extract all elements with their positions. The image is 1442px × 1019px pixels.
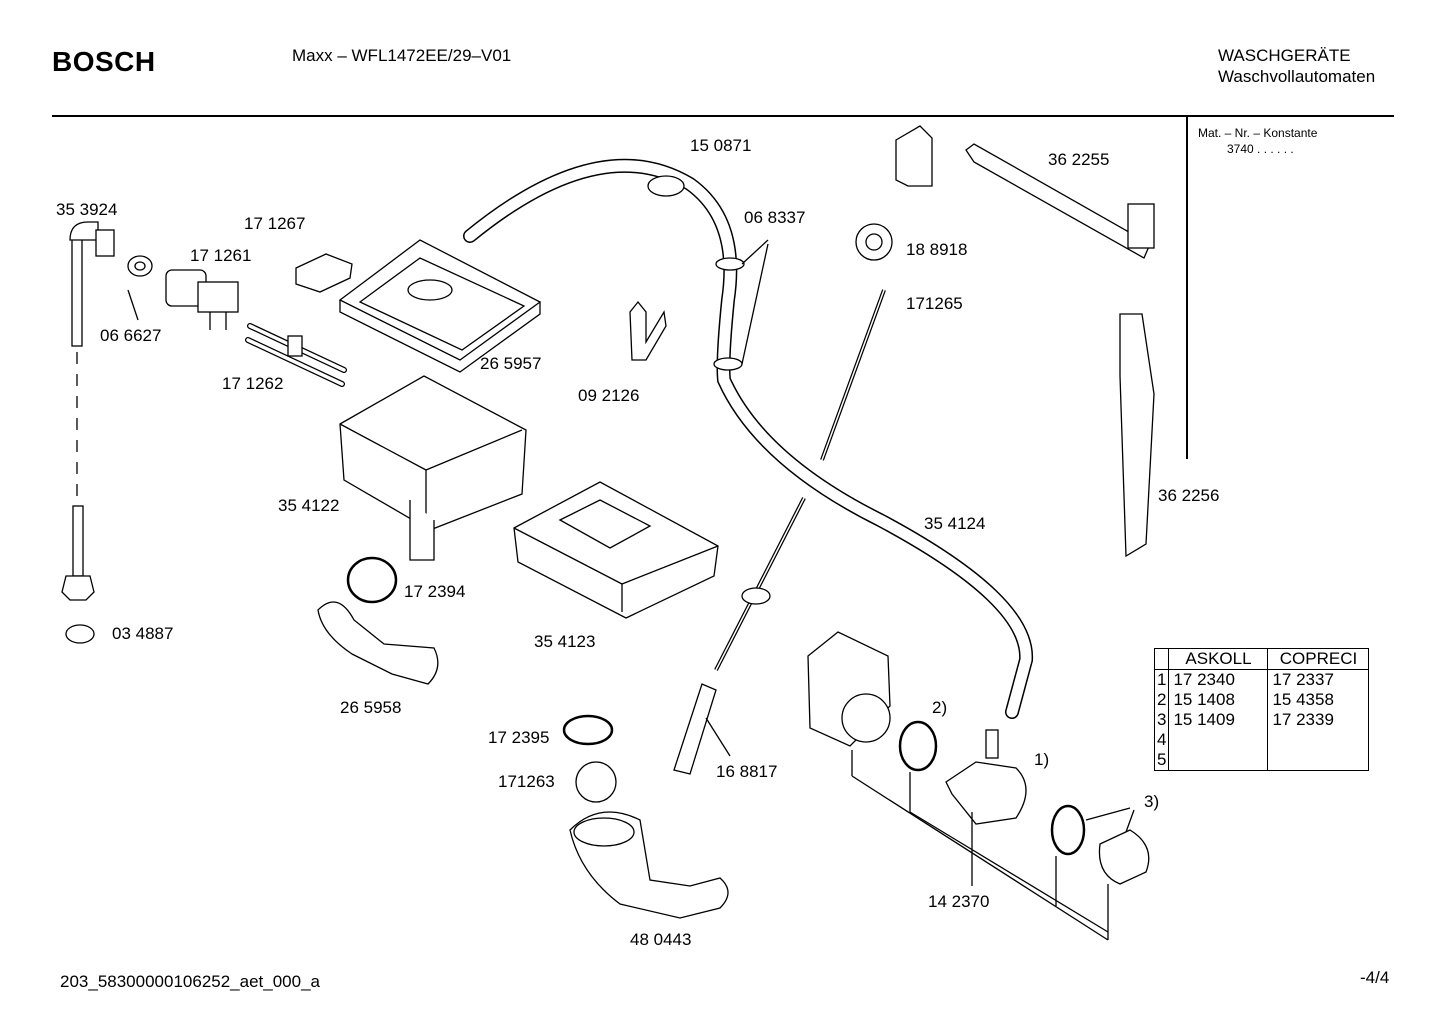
- label-15-0871: 15 0871: [690, 136, 752, 155]
- row-number: 5: [1154, 750, 1170, 771]
- label-note-1: 1): [1034, 750, 1050, 769]
- askoll-cell: [1168, 730, 1269, 750]
- askoll-cell: 17 2340: [1168, 669, 1269, 690]
- detergent-drawer-part: [513, 481, 719, 619]
- document-id: 203_58300000106252_aet_000_a: [60, 972, 320, 991]
- label-18-8918: 18 8918: [906, 240, 968, 259]
- table-row: 5: [1154, 750, 1369, 771]
- dispenser-frame-part: [338, 239, 542, 373]
- copreci-cell: 17 2339: [1272, 710, 1334, 729]
- askoll-cell: [1168, 750, 1269, 771]
- gasket-06-6627-part: [127, 255, 153, 321]
- page-number: -4/4: [1360, 968, 1390, 987]
- category-title: WASCHGERÄTE: [1218, 46, 1351, 65]
- table-row: 4: [1154, 730, 1369, 750]
- rail-36-2255-part: [965, 143, 1155, 259]
- ring-03-4887-part: [65, 624, 95, 644]
- label-26-5957: 26 5957: [480, 354, 542, 373]
- detergent-housing-part: [339, 375, 527, 561]
- tube-part: [673, 497, 806, 775]
- label-35-3924: 35 3924: [56, 200, 118, 219]
- side-divider: [1186, 117, 1188, 459]
- ball-part: [575, 761, 617, 803]
- category-subtitle: Waschvollautomaten: [1218, 67, 1376, 86]
- bracket-part: [895, 125, 933, 187]
- rail-36-2256-part: [1119, 313, 1155, 558]
- model-title: Maxx – WFL1472EE/29–V01: [292, 46, 512, 65]
- row-number: 1: [1154, 669, 1170, 690]
- copreci-cell: [1268, 750, 1369, 771]
- label-17-2395: 17 2395: [488, 728, 550, 747]
- label-09-2126: 09 2126: [578, 386, 640, 405]
- label-14-2370: 14 2370: [928, 892, 990, 911]
- row-number: 4: [1154, 730, 1170, 750]
- label-36-2256: 36 2256: [1158, 486, 1220, 505]
- drain-pump-part: [807, 631, 1150, 941]
- ring-17-2395-part: [562, 714, 614, 746]
- ring-17-2394-part: [346, 556, 398, 604]
- column-copreci: COPRECI: [1267, 648, 1369, 670]
- table-row: 1 17 2340 17 2337: [1154, 669, 1369, 690]
- label-17-1267: 17 1267: [244, 214, 306, 233]
- label-35-4124: 35 4124: [924, 514, 986, 533]
- label-17-2394: 17 2394: [404, 582, 466, 601]
- label-03-4887: 03 4887: [112, 624, 174, 643]
- label-35-4123: 35 4123: [534, 632, 596, 651]
- label-06-6627: 06 6627: [100, 326, 162, 345]
- label-note-2: 2): [932, 698, 948, 717]
- label-171263: 171263: [498, 772, 555, 791]
- copreci-cell: 15 4358: [1272, 690, 1334, 709]
- variant-table-header: ASKOLL COPRECI: [1154, 648, 1369, 670]
- bellow-part: [317, 601, 439, 685]
- askoll-cell: 15 1409: [1168, 710, 1269, 730]
- table-row: 2 15 1408 15 4358: [1154, 690, 1369, 710]
- pressure-switch-part: [820, 223, 893, 461]
- inlet-valve-part: [165, 269, 239, 330]
- label-36-2255: 36 2255: [1048, 150, 1110, 169]
- label-17-1261: 17 1261: [190, 246, 252, 265]
- label-35-4122: 35 4122: [278, 496, 340, 515]
- label-06-8337: 06 8337: [744, 208, 806, 227]
- row-number: 3: [1154, 710, 1170, 730]
- brand-logo: BOSCH: [52, 46, 156, 77]
- label-16-8817: 16 8817: [716, 762, 778, 781]
- drain-hose-part: [463, 158, 1034, 719]
- mat-nr-label: Mat. – Nr. – Konstante: [1198, 126, 1318, 140]
- hose-clip-part: [629, 300, 667, 361]
- row-number: 2: [1154, 690, 1170, 710]
- copreci-cell: 17 2337: [1272, 670, 1334, 689]
- copreci-cell: [1268, 730, 1369, 750]
- inlet-hose-part: [61, 221, 115, 601]
- label-note-3: 3): [1144, 792, 1160, 811]
- label-17-1262: 17 1262: [222, 374, 284, 393]
- sump-hose-part: [569, 811, 729, 919]
- clip-part: [295, 253, 353, 293]
- mat-nr-value: 3740 . . . . . .: [1227, 142, 1294, 156]
- column-askoll: ASKOLL: [1168, 648, 1269, 670]
- pipes-part: [245, 323, 347, 387]
- table-row: 3 15 1409 17 2339: [1154, 710, 1369, 730]
- header-divider: [52, 115, 1394, 117]
- label-171265: 171265: [906, 294, 963, 313]
- variant-table: ASKOLL COPRECI 1 17 2340 17 2337 2 15 14…: [1154, 648, 1370, 771]
- table-corner: [1154, 648, 1170, 670]
- askoll-cell: 15 1408: [1168, 690, 1269, 710]
- label-26-5958: 26 5958: [340, 698, 402, 717]
- label-48-0443: 48 0443: [630, 930, 692, 949]
